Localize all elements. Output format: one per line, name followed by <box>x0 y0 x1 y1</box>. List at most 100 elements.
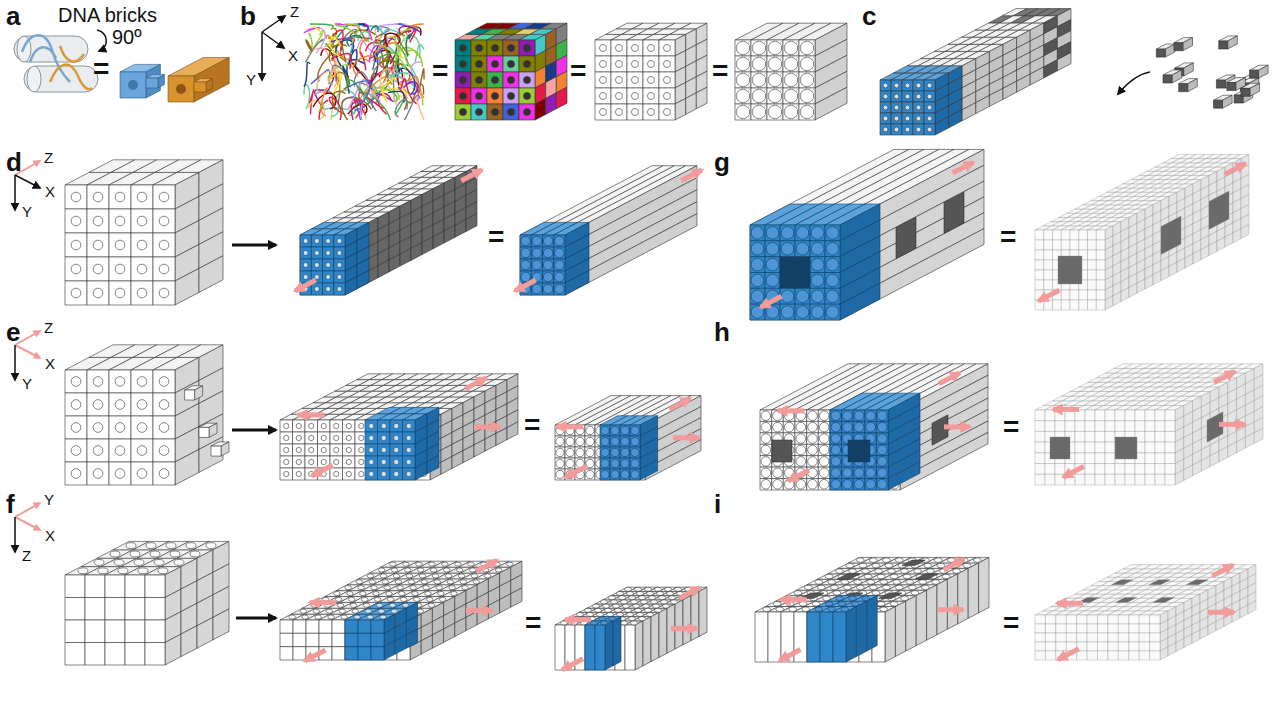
front-face <box>293 432 306 444</box>
hole <box>394 447 399 452</box>
hole <box>543 236 552 245</box>
front-face <box>131 281 153 305</box>
hole <box>369 459 374 464</box>
hole <box>284 471 289 476</box>
hole <box>826 290 839 303</box>
hole <box>766 242 779 255</box>
growth-arrow <box>312 465 333 476</box>
front-face <box>554 271 565 283</box>
hole <box>916 127 921 132</box>
front-face <box>280 468 293 480</box>
front-face <box>543 247 554 259</box>
side-face <box>1188 79 1198 92</box>
front-face <box>109 462 131 485</box>
brick-hole <box>176 84 186 94</box>
front-face <box>611 72 627 88</box>
blue-brick-block <box>365 407 439 480</box>
hole <box>296 435 301 440</box>
dna-strand <box>30 47 56 62</box>
hole <box>555 260 564 269</box>
hole <box>507 60 514 67</box>
front-face <box>471 88 487 104</box>
growth-arrow <box>761 296 782 307</box>
hole <box>137 288 147 298</box>
brick-layer-crystal <box>280 374 518 480</box>
front-face <box>403 444 416 456</box>
front-face <box>65 393 87 416</box>
front-face <box>334 283 345 295</box>
hole <box>883 94 888 99</box>
side-face <box>1209 241 1217 255</box>
front-face <box>825 273 840 289</box>
front-face <box>799 56 815 72</box>
hole <box>337 239 342 244</box>
removed-brick <box>1214 95 1233 108</box>
front-face <box>531 259 542 271</box>
hole <box>768 89 781 102</box>
hole <box>115 288 125 298</box>
side-face <box>1169 262 1177 276</box>
front-face <box>825 257 840 273</box>
hole <box>523 60 530 67</box>
front-face <box>554 247 565 259</box>
colored-brick-cube <box>455 23 567 120</box>
front-face <box>765 273 780 289</box>
front-face <box>390 444 403 456</box>
front-face <box>751 56 767 72</box>
dna-strand <box>60 46 84 62</box>
front-face <box>1061 290 1070 300</box>
side-face <box>1185 254 1193 268</box>
hole <box>555 272 564 281</box>
axis-arrow <box>262 32 284 48</box>
dna-strand <box>382 78 395 102</box>
hole <box>475 60 482 67</box>
hole <box>647 92 654 99</box>
hole <box>475 92 482 99</box>
hole <box>752 89 765 102</box>
helix-layer-crystal <box>555 396 701 480</box>
brick-peg <box>185 386 203 400</box>
hole <box>394 471 399 476</box>
hole <box>556 470 564 478</box>
front-face <box>554 259 565 271</box>
front-face <box>65 233 87 257</box>
front-face <box>300 235 311 247</box>
hole <box>781 306 794 319</box>
channel <box>1161 216 1181 255</box>
hole <box>521 248 530 257</box>
hole <box>309 423 314 428</box>
front-face <box>1035 250 1044 260</box>
removed-brick <box>1241 83 1260 96</box>
front-face <box>471 72 487 88</box>
front-face <box>153 281 175 305</box>
front-face <box>318 444 331 456</box>
front-face <box>810 241 825 257</box>
front-face <box>810 304 825 320</box>
front-face <box>503 40 519 56</box>
front-face <box>554 247 565 259</box>
front-face <box>323 283 334 295</box>
removed-brick <box>1174 38 1193 51</box>
hole <box>523 44 530 51</box>
hole <box>916 83 921 88</box>
dna-strand <box>321 88 327 116</box>
hole <box>766 274 779 287</box>
front-face <box>880 91 891 102</box>
front-face <box>323 235 334 247</box>
hole <box>556 459 564 467</box>
front-face <box>131 233 153 257</box>
hole <box>586 470 594 478</box>
hole <box>284 447 289 452</box>
front-face <box>1035 260 1044 270</box>
hole <box>781 242 794 255</box>
side-face <box>175 449 199 485</box>
front-face <box>810 288 825 304</box>
front-face <box>913 91 924 102</box>
front-face <box>810 241 825 257</box>
front-face <box>643 40 659 56</box>
front-face <box>300 247 311 259</box>
side-face <box>485 433 496 451</box>
removed-brick <box>1179 79 1198 92</box>
side-face <box>195 386 203 400</box>
side-face <box>1044 60 1058 78</box>
